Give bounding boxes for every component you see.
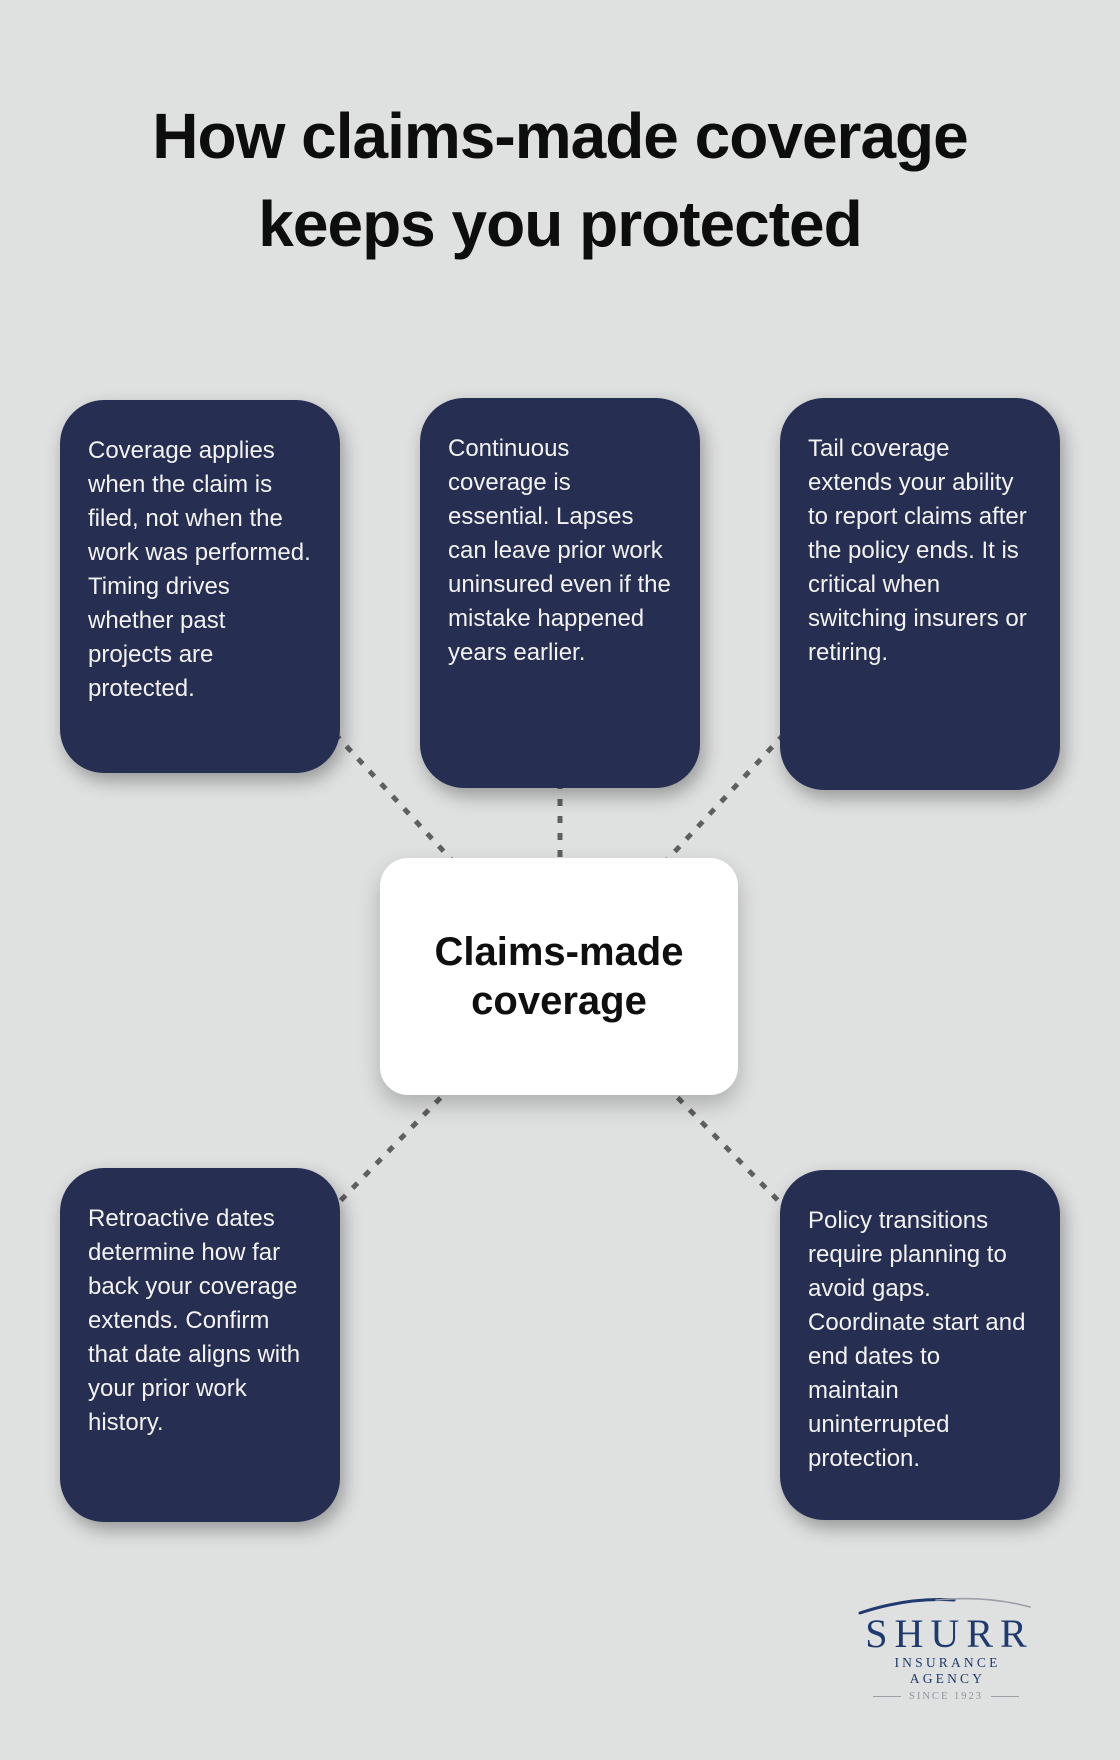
node-policy-transitions: Policy transitions require planning to a… [780, 1170, 1060, 1520]
page-title-line-1: How claims-made coverage [152, 100, 968, 172]
hub-label: Claims-made coverage [434, 929, 684, 1023]
logo-since-rule-right [990, 1696, 1019, 1697]
logo-since-row: SINCE 1923 [858, 1691, 1034, 1702]
shurr-logo: SHURR INSURANCE AGENCY SINCE 1923 [858, 1593, 1034, 1702]
node-tail-coverage: Tail coverage extends your ability to re… [780, 398, 1060, 790]
node-continuous-coverage: Continuous coverage is essential. Lapses… [420, 398, 700, 788]
node-tail-coverage-text: Tail coverage extends your ability to re… [808, 435, 1027, 666]
logo-since-rule-left [873, 1696, 902, 1697]
hub-claims-made-coverage: Claims-made coverage [380, 858, 738, 1095]
logo-tagline: INSURANCE AGENCY [894, 1655, 1001, 1686]
node-retroactive-dates: Retroactive dates determine how far back… [60, 1168, 340, 1522]
logo-since-text: SINCE 1923 [909, 1691, 983, 1702]
logo-name: SHURR [865, 1611, 1034, 1656]
node-claim-timing-text: Coverage applies when the claim is filed… [88, 437, 311, 702]
page-title-line-2: keeps you protected [258, 188, 862, 260]
node-retroactive-dates-text: Retroactive dates determine how far back… [88, 1205, 301, 1436]
node-policy-transitions-text: Policy transitions require planning to a… [808, 1207, 1026, 1472]
page-title: How claims-made coverage keeps you prote… [0, 92, 1120, 268]
node-continuous-coverage-text: Continuous coverage is essential. Lapses… [448, 435, 671, 666]
node-claim-timing: Coverage applies when the claim is filed… [60, 400, 340, 773]
logo-swoosh-icon [858, 1597, 1031, 1615]
